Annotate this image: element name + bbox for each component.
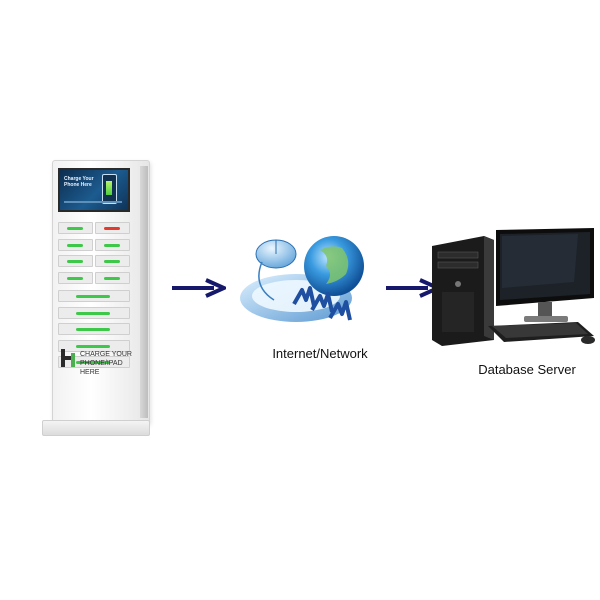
- locker-indicator-icon: [104, 260, 120, 263]
- kiosk-base: [42, 420, 150, 436]
- locker-door: [58, 356, 130, 368]
- locker-door: [58, 339, 130, 352]
- network-label: Internet/Network: [272, 346, 368, 361]
- locker-door: [58, 323, 130, 335]
- locker-indicator-icon: [67, 276, 83, 280]
- locker-indicator-icon: [67, 260, 83, 263]
- locker-indicator-icon: [76, 311, 110, 315]
- locker-door: [95, 222, 130, 234]
- locker-door: [95, 238, 130, 251]
- kiosk-screen: Charge Your Phone Here: [58, 168, 130, 212]
- locker-indicator-icon: [67, 243, 83, 247]
- locker-door: [58, 271, 93, 284]
- locker-door: [58, 238, 93, 251]
- server-label: Database Server: [478, 362, 576, 377]
- kiosk-panel-text: CHARGE YOUR PHONE/IPAD HERE: [80, 351, 132, 376]
- locker-door: [58, 255, 93, 267]
- locker-indicator-icon: [76, 295, 110, 298]
- kiosk-side-panel: [140, 166, 148, 418]
- locker-door: [58, 222, 93, 234]
- locker-indicator-icon: [104, 227, 120, 230]
- phone-battery-icon: [102, 174, 117, 204]
- locker-door: [58, 290, 130, 302]
- desktop-server-icon: [432, 228, 595, 346]
- www-globe-mouse-icon: [240, 236, 364, 322]
- locker-indicator-icon: [104, 243, 120, 247]
- arrow-right-icon: [172, 278, 226, 298]
- kiosk-screen-text: Charge Your Phone Here: [64, 176, 94, 188]
- locker-door: [58, 306, 130, 319]
- locker-door: [95, 271, 130, 284]
- locker-indicator-icon: [76, 344, 110, 348]
- locker-indicator-icon: [104, 276, 120, 280]
- screen-strip: [64, 201, 122, 203]
- locker-indicator-icon: [76, 328, 110, 331]
- locker-indicator-icon: [67, 227, 83, 230]
- kiosk-logo-icon: [61, 349, 75, 367]
- locker-door: [95, 255, 130, 267]
- locker-indicator-icon: [76, 361, 110, 364]
